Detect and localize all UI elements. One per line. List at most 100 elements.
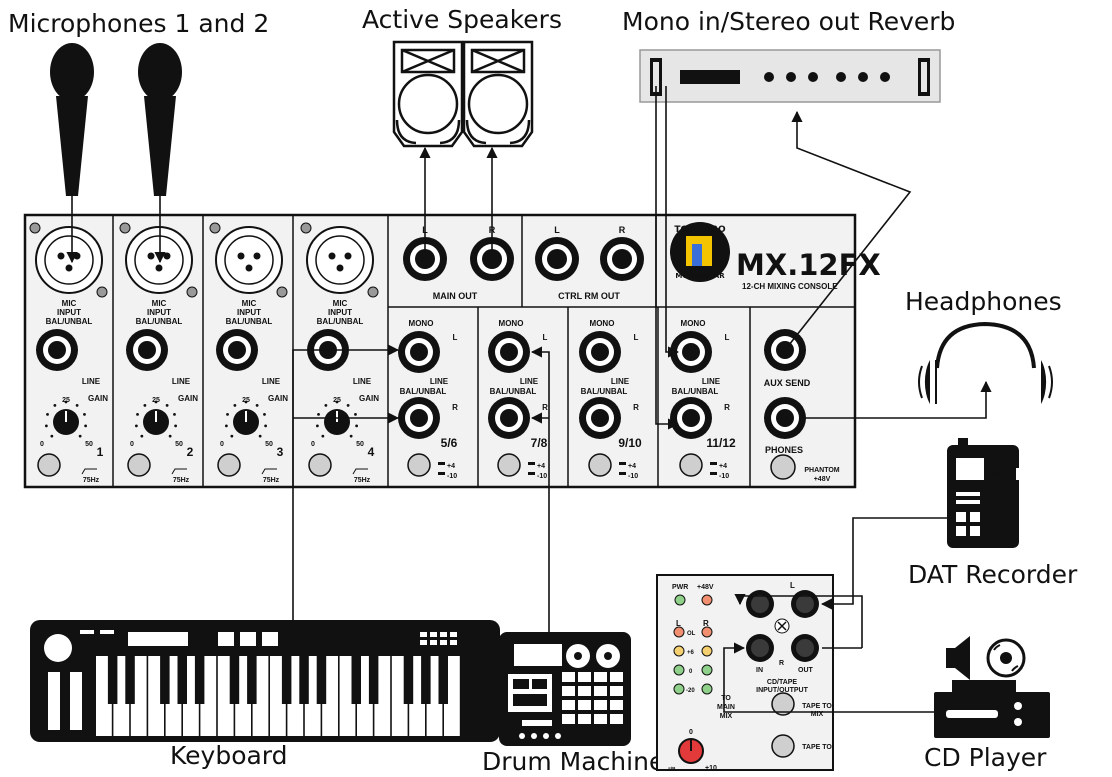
level-icon bbox=[619, 472, 626, 475]
cd-player-cable bbox=[723, 642, 934, 713]
gain-tick bbox=[75, 403, 79, 407]
gain-tick bbox=[324, 403, 328, 407]
jack-core bbox=[410, 343, 428, 361]
black-key bbox=[125, 656, 135, 704]
channel-number: 4 bbox=[368, 445, 375, 459]
black-key bbox=[316, 656, 327, 704]
to-label: TO bbox=[721, 695, 731, 702]
level-top-label: +4 bbox=[719, 463, 727, 470]
microphones-caption: Microphones 1 and 2 bbox=[8, 9, 269, 38]
gain-tick bbox=[346, 403, 350, 407]
microphone-1-icon bbox=[50, 43, 94, 196]
input-output-label: INPUT/OUTPUT bbox=[756, 687, 808, 694]
mono-label: MONO bbox=[681, 319, 706, 328]
bal-unbal-label: BAL/UNBAL bbox=[400, 387, 447, 396]
gain-max-label: 50 bbox=[175, 441, 183, 448]
input-label: INPUT bbox=[147, 308, 171, 317]
level-bottom-label: -10 bbox=[447, 473, 457, 480]
mono-label: MONO bbox=[409, 319, 434, 328]
bal-unbal-label: BAL/UNBAL bbox=[672, 387, 719, 396]
level-icon bbox=[619, 462, 626, 465]
to-main-mix-label: MIX bbox=[720, 713, 733, 720]
phantom-label: PHANTOM bbox=[804, 467, 839, 474]
keyboard-caption: Keyboard bbox=[170, 741, 288, 770]
low-cut-icon bbox=[81, 468, 97, 475]
tape-to-switch[interactable] bbox=[771, 734, 795, 758]
keyboard-icon bbox=[30, 620, 500, 742]
gain-tick bbox=[50, 434, 54, 438]
mic-label: MIC bbox=[242, 299, 257, 308]
tape-to-mix-switch[interactable] bbox=[771, 692, 795, 716]
reverb-return-r-cable bbox=[655, 86, 680, 430]
level-switch[interactable] bbox=[407, 453, 431, 477]
gain-min-label: 0 bbox=[311, 441, 315, 448]
gain-label: GAIN bbox=[359, 394, 379, 403]
tape-knob-min-label: -∞ bbox=[668, 765, 675, 772]
level-switch[interactable] bbox=[679, 453, 703, 477]
screw-icon bbox=[186, 286, 198, 298]
gain-tick bbox=[354, 412, 357, 416]
channel-number: 2 bbox=[187, 445, 194, 459]
gain-tick bbox=[64, 400, 68, 404]
mic-label: MIC bbox=[333, 299, 348, 308]
jack-core bbox=[500, 343, 518, 361]
level-switch[interactable] bbox=[497, 453, 521, 477]
left-label: L bbox=[725, 333, 730, 342]
gain-tick bbox=[317, 412, 320, 416]
line-label: LINE bbox=[430, 377, 449, 386]
mono-label: MONO bbox=[499, 319, 524, 328]
gain-tick bbox=[53, 403, 57, 407]
screw-icon bbox=[367, 286, 379, 298]
logo-bottom-text: MUSIC GEAR bbox=[675, 272, 725, 280]
cd-player-icon bbox=[934, 636, 1050, 738]
jack-core bbox=[591, 343, 609, 361]
stereo-channel-strips: MONOLLINEBAL/UNBALR5/6+4-10MONOLLINEBAL/… bbox=[398, 319, 736, 480]
gain-min-label: 0 bbox=[40, 441, 44, 448]
phantom-switch[interactable] bbox=[770, 454, 796, 480]
level-bottom-label: -10 bbox=[537, 473, 547, 480]
black-key bbox=[247, 656, 257, 704]
meter-minus20-label: -20 bbox=[686, 688, 695, 694]
level-icon bbox=[710, 462, 717, 465]
low-cut-icon bbox=[261, 468, 277, 475]
eq-switch[interactable] bbox=[308, 453, 332, 477]
gain-min-label: 0 bbox=[130, 441, 134, 448]
white-key bbox=[270, 656, 286, 736]
channel-number: 11/12 bbox=[706, 436, 736, 450]
gain-tick bbox=[44, 424, 48, 428]
headphones-caption: Headphones bbox=[905, 287, 1062, 316]
level-bottom-label: -10 bbox=[719, 473, 729, 480]
meter-r-label: R bbox=[703, 619, 709, 628]
eq-switch[interactable] bbox=[217, 453, 241, 477]
gain-tick bbox=[349, 434, 353, 438]
speakers-caption: Active Speakers bbox=[362, 5, 562, 34]
gain-max-label: 50 bbox=[85, 441, 93, 448]
right-label: R bbox=[724, 403, 730, 412]
gain-tick bbox=[78, 434, 82, 438]
jack-core bbox=[138, 341, 156, 359]
mic-label: MIC bbox=[152, 299, 167, 308]
gain-mid-label: 25 bbox=[242, 397, 250, 404]
black-key bbox=[368, 656, 379, 704]
microphone-2-icon bbox=[138, 43, 182, 196]
eq-label: 75Hz bbox=[173, 477, 190, 484]
dat-in-cable bbox=[734, 593, 863, 648]
ctrl-rm-out-section: L R CTRL RM OUT bbox=[535, 225, 644, 301]
drum-machine-icon bbox=[499, 632, 631, 746]
eq-switch[interactable] bbox=[37, 453, 61, 477]
low-cut-icon bbox=[171, 468, 187, 475]
gain-min-label: 0 bbox=[220, 441, 224, 448]
mono-label: MONO bbox=[590, 319, 615, 328]
gain-tick bbox=[165, 403, 169, 407]
bal-unbal-label: BAL/UNBAL bbox=[581, 387, 628, 396]
gain-label: GAIN bbox=[268, 394, 288, 403]
gain-tick bbox=[321, 434, 325, 438]
eq-switch[interactable] bbox=[127, 453, 151, 477]
bal-unbal-label: BAL/UNBAL bbox=[317, 317, 364, 326]
left-label: L bbox=[634, 333, 639, 342]
level-switch[interactable] bbox=[588, 453, 612, 477]
xlr-pin bbox=[336, 264, 344, 272]
